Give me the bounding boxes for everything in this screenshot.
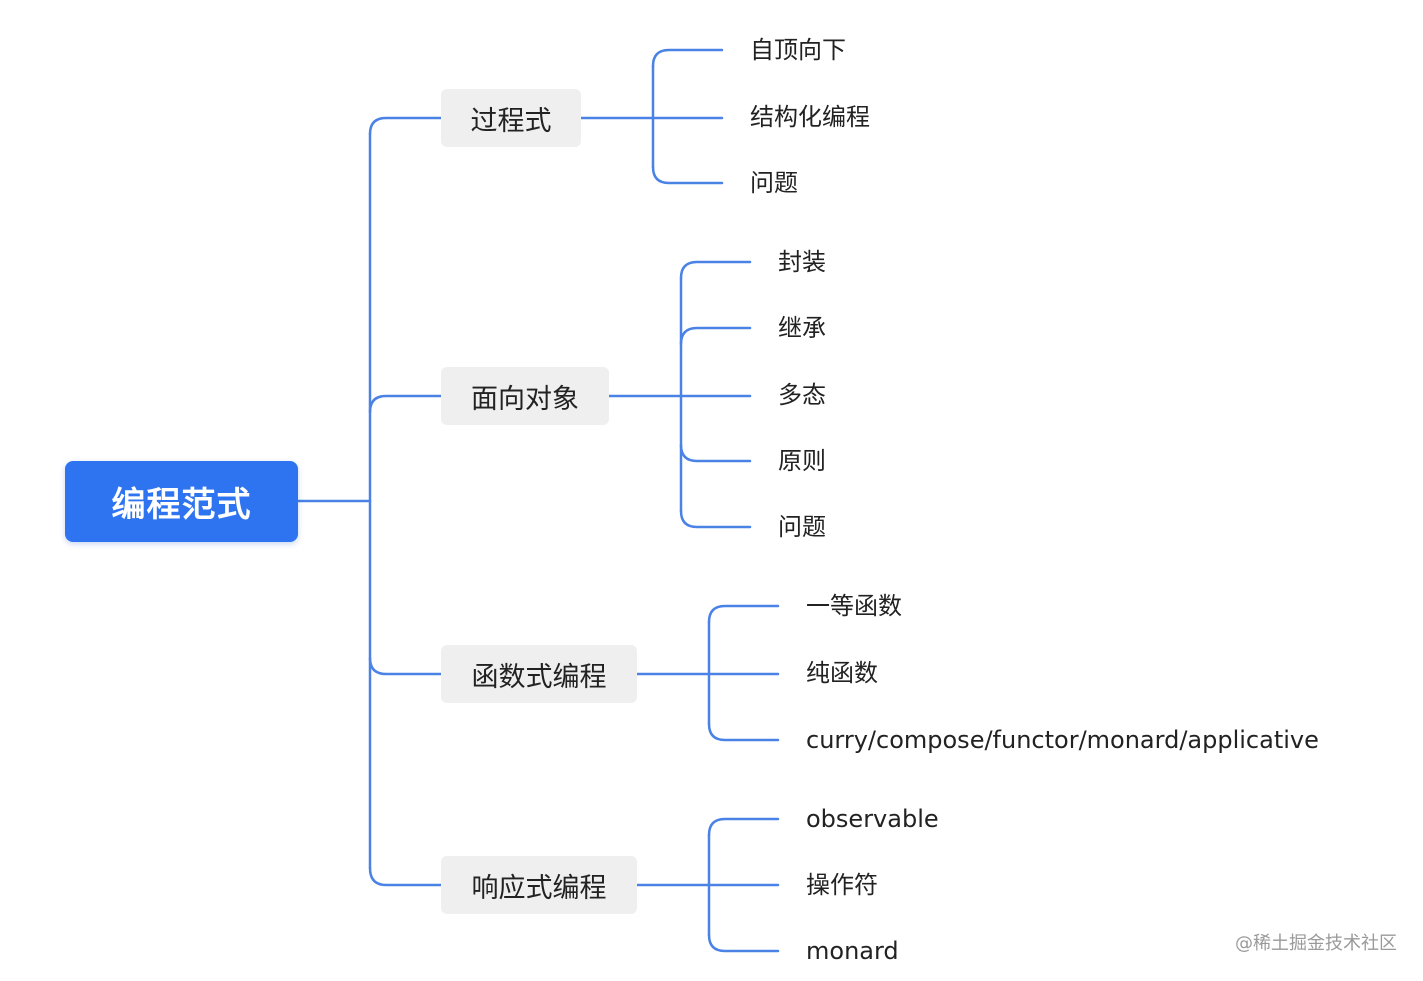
rp-to-child-1 xyxy=(707,817,780,837)
leaf-node[interactable]: 封装 xyxy=(778,248,826,276)
leaf-node[interactable]: 纯函数 xyxy=(806,659,878,687)
fp-to-child-1 xyxy=(707,604,780,624)
branch-node-oop[interactable]: 面向对象 xyxy=(441,367,609,425)
leaf-node[interactable]: 原则 xyxy=(778,447,826,475)
root-node[interactable]: 编程范式 xyxy=(65,461,298,542)
oop-to-child-2 xyxy=(679,326,752,346)
leaf-node[interactable]: observable xyxy=(806,805,939,833)
branch-node-procedural[interactable]: 过程式 xyxy=(441,89,581,147)
oop-to-child-1 xyxy=(679,260,752,280)
oop-to-child-4 xyxy=(679,443,752,463)
leaf-node[interactable]: monard xyxy=(806,937,899,965)
trunk-curve-top xyxy=(368,116,443,136)
leaf-node[interactable]: 结构化编程 xyxy=(750,103,870,131)
leaf-node[interactable]: 问题 xyxy=(778,513,826,541)
trunk-to-oop xyxy=(368,394,443,414)
branch-node-reactive[interactable]: 响应式编程 xyxy=(441,856,637,914)
proc-to-child-3 xyxy=(651,165,724,185)
rp-to-child-3 xyxy=(707,933,780,953)
trunk-to-fp xyxy=(368,656,443,676)
leaf-node[interactable]: 操作符 xyxy=(806,871,878,899)
proc-to-child-1 xyxy=(651,48,724,68)
leaf-node[interactable]: 一等函数 xyxy=(806,592,902,620)
branch-node-functional[interactable]: 函数式编程 xyxy=(441,645,637,703)
fp-to-child-3 xyxy=(707,722,780,742)
leaf-node[interactable]: curry/compose/functor/monard/applicative xyxy=(806,726,1319,754)
leaf-node[interactable]: 多态 xyxy=(778,381,826,409)
leaf-node[interactable]: 继承 xyxy=(778,314,826,342)
footer-watermark: @稀土掘金技术社区 xyxy=(1235,933,1397,954)
trunk-curve-bottom xyxy=(368,866,443,887)
leaf-node[interactable]: 问题 xyxy=(750,169,798,197)
leaf-node[interactable]: 自顶向下 xyxy=(750,36,846,64)
oop-to-child-5 xyxy=(679,509,752,529)
